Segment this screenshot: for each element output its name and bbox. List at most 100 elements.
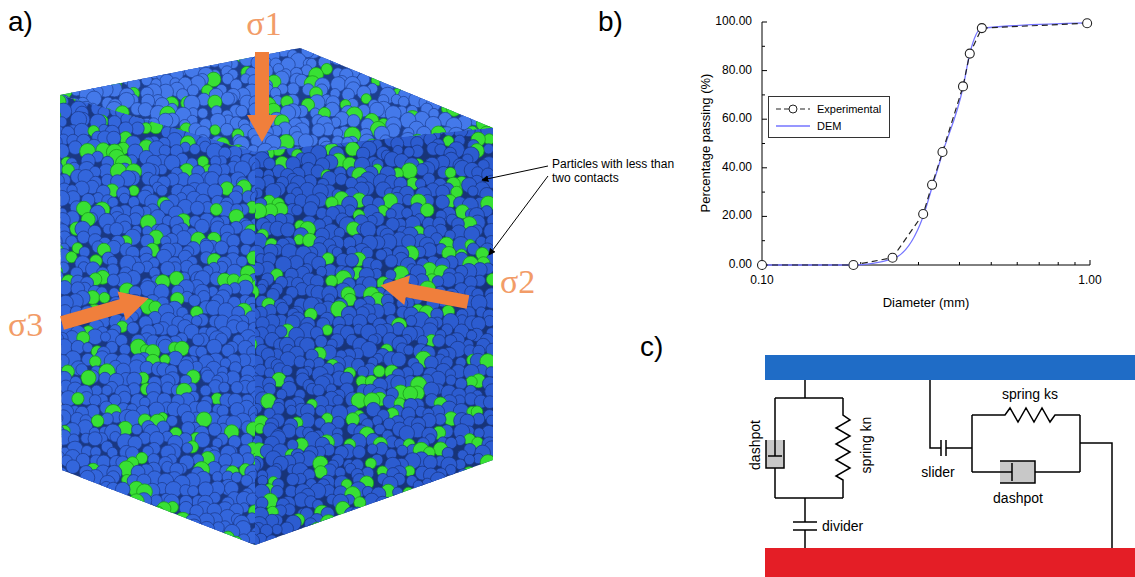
particle	[162, 102, 172, 112]
particle	[423, 79, 434, 90]
particle	[418, 58, 432, 72]
particle	[406, 39, 419, 52]
cube-face	[60, 48, 493, 152]
particle	[264, 137, 277, 150]
particle	[198, 108, 208, 118]
particle	[157, 502, 171, 516]
particle	[402, 76, 415, 89]
particle	[219, 382, 230, 393]
particle	[388, 57, 400, 69]
particle	[99, 36, 114, 51]
particle	[50, 542, 61, 553]
particle	[222, 121, 233, 132]
particle	[378, 56, 393, 71]
particle	[439, 45, 455, 61]
particle-cube	[44, 31, 504, 560]
particle	[304, 123, 317, 136]
particle	[467, 104, 481, 118]
particle	[186, 519, 202, 535]
particle	[66, 541, 78, 553]
particle	[121, 33, 133, 45]
particle	[45, 401, 59, 415]
particle	[77, 48, 88, 59]
particle	[460, 85, 472, 97]
particle	[245, 135, 259, 149]
particle	[479, 37, 494, 52]
particle	[107, 52, 122, 67]
particle	[442, 53, 454, 65]
particle	[229, 33, 242, 46]
particle	[72, 393, 84, 405]
particle	[49, 107, 61, 119]
particles	[45, 31, 504, 162]
particle	[175, 80, 190, 95]
particle	[60, 526, 73, 539]
particle	[439, 38, 452, 51]
particle	[167, 325, 179, 337]
particle	[47, 160, 63, 176]
particle	[129, 90, 143, 104]
particle	[132, 50, 142, 60]
particle	[458, 74, 473, 89]
particle	[284, 137, 297, 150]
particle	[158, 92, 172, 106]
particle	[170, 106, 182, 118]
particle	[127, 322, 139, 334]
particle	[221, 133, 231, 143]
particle	[179, 94, 193, 108]
particle	[90, 527, 103, 540]
particle	[418, 37, 428, 47]
particle	[48, 85, 60, 97]
particle	[365, 126, 379, 140]
particle	[236, 105, 248, 117]
particle	[491, 83, 502, 94]
particle	[120, 535, 136, 551]
particle	[72, 38, 85, 51]
particle	[191, 114, 206, 129]
particle	[51, 443, 63, 455]
particle	[208, 531, 223, 546]
particle	[398, 96, 409, 107]
particle	[61, 504, 74, 517]
particle	[491, 64, 502, 75]
particle	[218, 83, 232, 97]
particle	[196, 37, 209, 50]
particle	[75, 514, 89, 528]
particle	[488, 103, 503, 118]
particle	[47, 97, 62, 112]
particle	[479, 46, 495, 62]
particle	[91, 537, 103, 549]
particle	[471, 84, 486, 99]
particle	[253, 188, 263, 198]
particle	[148, 81, 163, 96]
particle	[135, 55, 151, 71]
particle	[391, 115, 402, 126]
particle	[176, 58, 188, 70]
particle	[412, 55, 424, 67]
particle	[321, 115, 335, 129]
particle	[241, 196, 256, 211]
particle	[365, 34, 379, 48]
particle	[169, 95, 183, 109]
particle	[46, 216, 60, 230]
particle	[212, 86, 224, 98]
particle	[190, 92, 204, 106]
particle	[190, 144, 201, 155]
particle	[110, 222, 124, 236]
particle	[139, 533, 153, 547]
particle	[393, 79, 403, 89]
particle	[97, 45, 112, 60]
particle	[244, 236, 254, 246]
particle	[210, 121, 221, 132]
particle	[301, 115, 313, 127]
particle	[100, 55, 112, 67]
particle	[45, 75, 58, 88]
particle	[76, 521, 88, 533]
particle	[117, 64, 133, 80]
particle	[483, 144, 493, 154]
particle	[210, 98, 221, 109]
particle	[439, 84, 452, 97]
particle	[119, 344, 130, 355]
particle	[425, 35, 439, 49]
particle	[467, 74, 483, 90]
